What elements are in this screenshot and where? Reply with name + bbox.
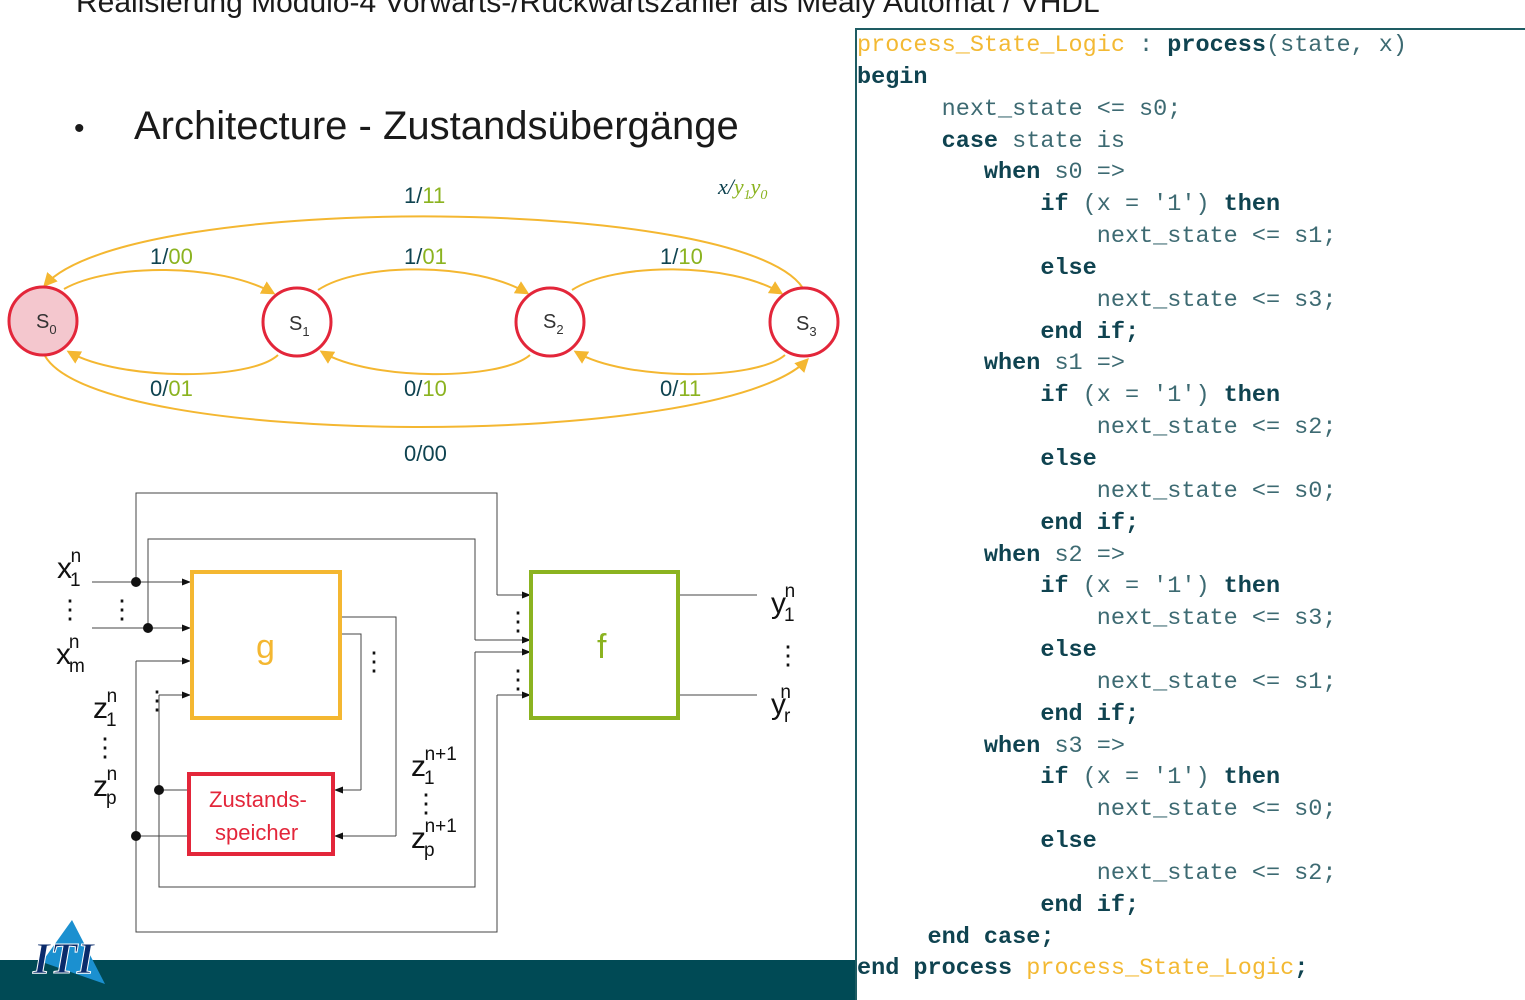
state-s1-label: S [289,313,302,335]
svg-text:S2: S2 [543,311,564,337]
transition-s3-s2-0-11 [573,350,786,376]
label-s0-s1: 1/00 [150,244,193,269]
iti-logo: ITI [32,920,105,984]
vdots-f-in1: ⋮ [505,606,531,636]
fsm-legend: x/y1y0 [717,174,767,203]
label-s2-s1: 0/10 [404,376,447,401]
state-s1-circle [261,286,333,358]
label-s0-s3: 0/00 [404,441,447,466]
state-s1: S1 [261,286,333,358]
vdots-x: ⋮ [57,594,83,624]
label-s1-s0: 0/01 [150,376,193,401]
ellipsis-marks: ⋮ ⋮ ⋮ ⋮ ⋮ ⋮ ⋮ ⋮ ⋮ [57,594,801,818]
block-state-memory [187,772,335,856]
label-zpn: zpn [93,764,117,809]
vdots-g-out: ⋮ [361,646,387,676]
vhdl-code: process_State_Logic : process(state, x) … [857,32,1408,983]
state-s2-circle [514,286,586,358]
label-y1n: y1n [771,581,795,626]
label-z1n: z1n [93,686,117,731]
transition-s2-s1-0-10 [319,350,531,376]
label-x1n: x1n [57,546,81,591]
state-s3-circle [768,286,840,358]
transition-s1-s0-0-01 [66,350,279,376]
state-memory-line2: speicher [215,820,298,845]
transition-s3-s0-1-11 [43,215,806,293]
block-g [190,570,342,720]
state-s1-sub: 1 [302,324,309,339]
label-s3-s0: 1/11 [404,183,445,208]
state-s0: S0 [7,285,79,357]
signal-labels: x1n xmn z1n zpn z1n+1 zpn+1 y1n yrn [56,546,795,861]
transition-s2-s3-1-10 [571,268,784,295]
vdots-z-bus: ⋮ [144,685,170,715]
state-s2-sub: 2 [556,322,563,337]
state-s0-sub: 0 [49,322,56,337]
block-f-label: f [597,628,607,666]
vdots-f-in2: ⋮ [505,664,531,694]
footer-bar [0,960,855,1000]
vdots-y: ⋮ [775,640,801,670]
junction-dots [131,577,164,841]
svg-text:S1: S1 [289,313,310,339]
label-xmn: xmn [56,632,85,677]
label-zpn1: zpn+1 [411,816,457,861]
vdots-x-bus: ⋮ [109,594,135,624]
state-machine [43,215,809,428]
state-s2: S2 [514,286,586,358]
vhdl-code-panel: process_State_Logic : process(state, x) … [855,28,1525,1000]
diagram-canvas: S0 S1 S2 S3 1/11 1/00 1/01 1/10 0/01 0/1… [7,174,840,933]
label-yrn: yrn [771,682,791,727]
label-s2-s3: 1/10 [660,244,703,269]
page-title: Realisierung Modulo-4 Vorwärts-/Rückwärt… [76,0,1100,19]
label-z1n1: z1n+1 [411,744,457,789]
state-s2-label: S [543,311,556,333]
svg-text:S0: S0 [36,311,57,337]
vdots-z-next: ⋮ [413,788,439,818]
transition-labels: 1/11 1/00 1/01 1/10 0/01 0/10 0/11 0/00 [150,183,703,466]
label-s3-s2: 0/11 [660,376,701,401]
state-s3-sub: 3 [809,324,816,339]
transition-s0-s1-1-00 [63,268,276,295]
state-s3: S3 [768,286,840,358]
vdots-z: ⋮ [92,732,118,762]
block-g-label: g [256,628,275,666]
state-s0-label: S [36,311,49,333]
transition-s1-s2-1-01 [317,268,530,295]
logo-text: ITI [32,934,96,983]
state-memory-line1: Zustands- [209,787,307,812]
state-s3-label: S [796,313,809,335]
bullet-heading: Architecture - Zustandsübergänge [134,104,739,148]
block-wires [135,492,757,933]
svg-text:S3: S3 [796,313,817,339]
transition-s0-s3-0-00 [44,355,809,428]
block-f [529,570,680,720]
label-s1-s2: 1/01 [404,244,447,269]
state-s0-circle [7,285,79,357]
bullet-marker: • [74,112,85,145]
